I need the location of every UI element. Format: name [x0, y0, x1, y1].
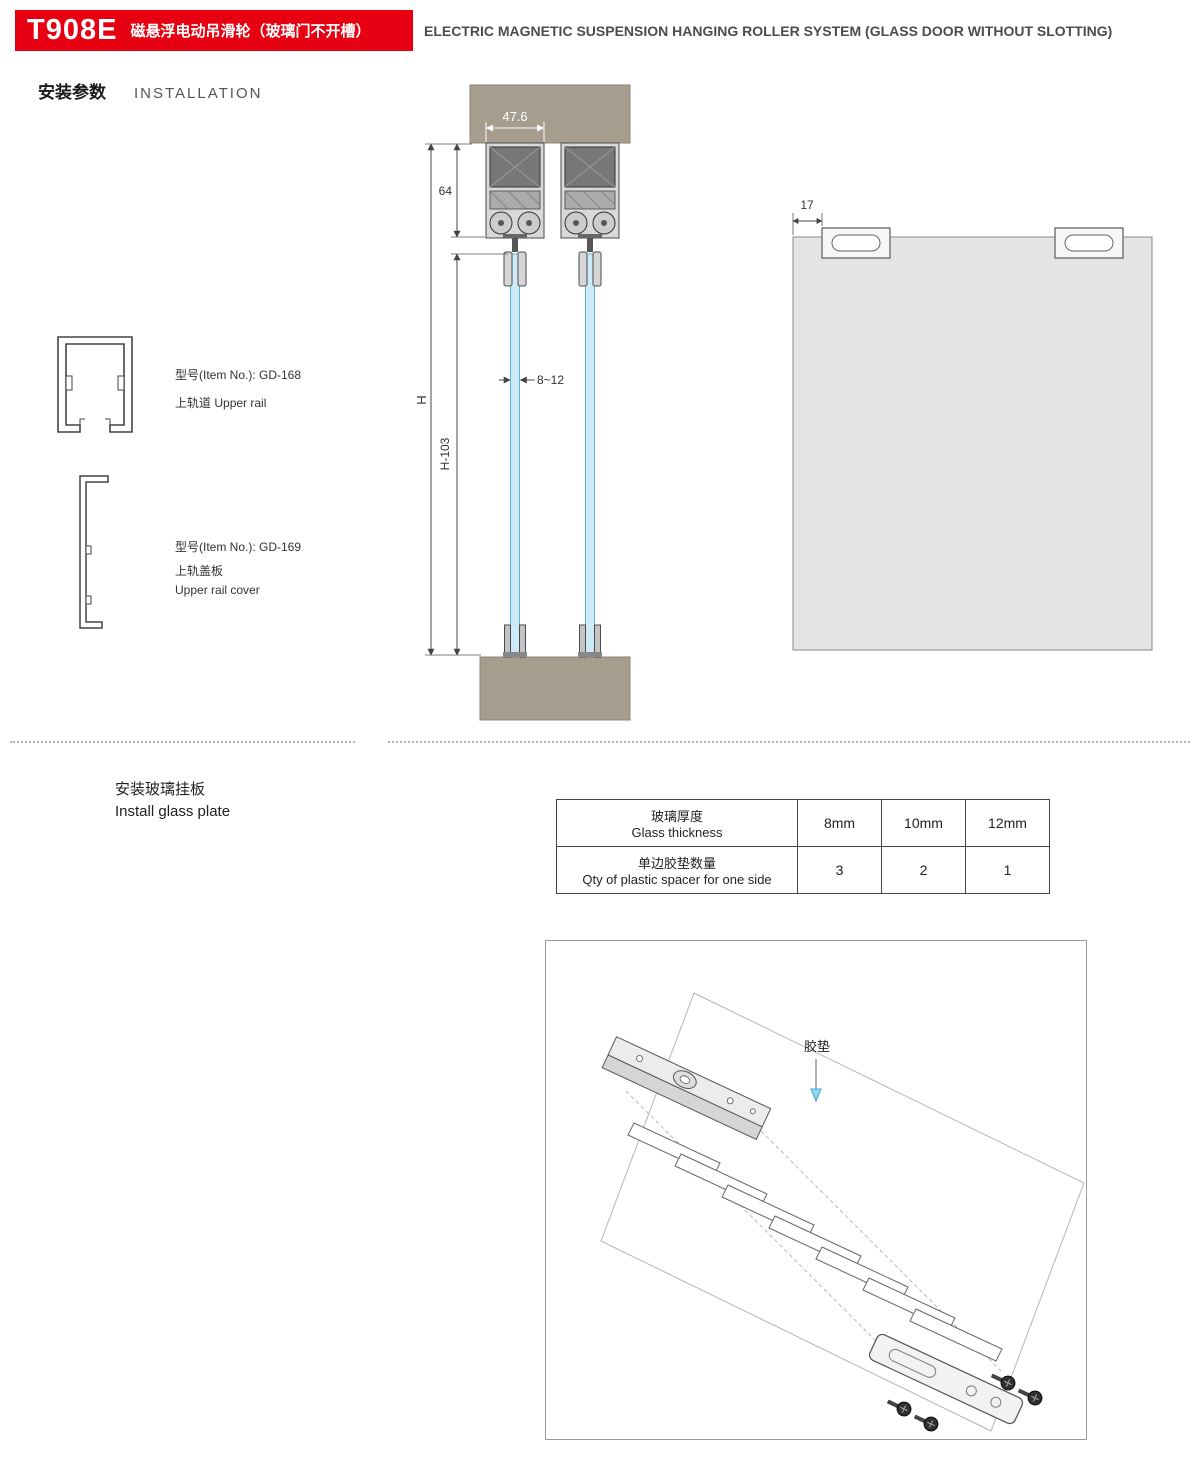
table-cell-thickness-label: 玻璃厚度 Glass thickness	[556, 799, 798, 847]
table-row-thickness: 玻璃厚度 Glass thickness 8mm 10mm 12mm	[556, 799, 1050, 847]
section-title-cn: 安装参数	[38, 83, 106, 102]
rail-profile-outline	[57, 336, 133, 433]
cross-section-drawing: 47.6 64 H H-103 8~12	[415, 84, 631, 721]
door-elevation-drawing: 17	[792, 198, 1153, 651]
dim-glass-height-label: H-103	[438, 437, 452, 470]
upper-rail-profile-drawing	[57, 336, 133, 433]
table-cell: 8mm	[797, 799, 882, 847]
screw-1	[884, 1394, 914, 1419]
profile-1-name-en: Upper rail	[214, 396, 267, 411]
door-clamp-1	[821, 227, 891, 259]
glass-plate-title-cn: 安装玻璃挂板	[115, 781, 206, 798]
profile-2-name-en: Upper rail cover	[175, 582, 260, 597]
table-cell: 10mm	[881, 799, 966, 847]
profile-1-name-cn: 上轨道	[175, 396, 212, 411]
cover-profile-outline	[79, 475, 109, 629]
dotted-separator-right	[388, 741, 1190, 743]
section-installation-title: 安装参数 INSTALLATION	[38, 78, 262, 103]
screw-2	[911, 1409, 941, 1434]
spacer-table: 玻璃厚度 Glass thickness 8mm 10mm 12mm 单边胶垫数…	[556, 799, 1050, 894]
section-glass-plate-title: 安装玻璃挂板 Install glass plate	[115, 779, 230, 823]
door-clamp-2	[1054, 227, 1124, 259]
dim-door-height: H	[415, 143, 435, 656]
glass-door-panel	[792, 236, 1153, 651]
upper-clamp-bar	[601, 1036, 772, 1141]
rail-slot-right	[117, 375, 125, 391]
table-row-spacer-qty: 单边胶垫数量 Qty of plastic spacer for one sid…	[556, 846, 1050, 894]
dim-glass-height: H-103	[438, 253, 461, 656]
glass-sheet-outline	[600, 992, 1085, 1432]
table-cell: 12mm	[965, 799, 1050, 847]
profile-1-item-no: 型号(Item No.): GD-168	[175, 368, 302, 382]
glass-panel-2	[585, 253, 595, 656]
rail-hooks	[79, 418, 111, 425]
table-cell: 2	[881, 846, 966, 894]
profile-1-label: 型号(Item No.): GD-168 上轨道 Upper rail	[175, 368, 301, 425]
header-beam	[469, 84, 631, 144]
floor-guide-2	[578, 624, 602, 658]
profile-2-item-no: 型号(Item No.): GD-169	[175, 540, 302, 554]
glass-panel-1	[510, 253, 520, 656]
dim-rail-height-label: 64	[439, 184, 453, 198]
spacer-label: 胶垫	[804, 1039, 830, 1054]
plastic-spacers	[627, 1122, 1003, 1362]
dim-rail-height: 64	[439, 143, 461, 238]
dim-glass-thickness-label: 8~12	[537, 373, 564, 387]
rail-cover-profile-drawing	[79, 475, 109, 629]
cover-clip-1	[85, 545, 92, 555]
dim-glass-thickness: 8~12	[499, 373, 564, 387]
floor	[479, 656, 631, 721]
profile-2-label: 型号(Item No.): GD-169 上轨盖板 Upper rail cov…	[175, 540, 301, 601]
model-banner: T908E 磁悬浮电动吊滑轮（玻璃门不开槽）	[15, 10, 413, 51]
spacer-triangle-icon	[810, 1088, 822, 1103]
spacer-callout: 胶垫	[804, 1039, 830, 1103]
header-title-en: ELECTRIC MAGNETIC SUSPENSION HANGING ROL…	[424, 22, 1113, 39]
dim-door-height-label: H	[415, 395, 429, 404]
dim-top-width-label: 47.6	[502, 109, 527, 124]
rail-slot-left	[65, 375, 73, 391]
section-title-en: INSTALLATION	[134, 85, 263, 102]
dim-top-width: 47.6	[485, 109, 545, 142]
model-number: T908E	[27, 14, 118, 46]
dotted-separator-left	[10, 741, 355, 743]
lower-clamp-plate	[868, 1333, 1024, 1425]
profile-2-name-cn: 上轨盖板	[175, 564, 224, 579]
table-cell: 1	[965, 846, 1050, 894]
table-cell: 3	[797, 846, 882, 894]
dim-clamp-offset: 17	[792, 198, 823, 235]
floor-guide-1	[503, 624, 527, 658]
dim-clamp-offset-label: 17	[800, 198, 814, 212]
exploded-view-drawing: 胶垫	[600, 992, 1085, 1434]
glass-plate-title-en: Install glass plate	[115, 802, 231, 820]
table-cell-qty-label: 单边胶垫数量 Qty of plastic spacer for one sid…	[556, 846, 798, 894]
model-subtitle-cn: 磁悬浮电动吊滑轮（玻璃门不开槽）	[130, 23, 371, 40]
exploded-view-frame: 胶垫	[545, 940, 1087, 1440]
cover-clip-2	[85, 595, 92, 605]
assembly-guide-1	[625, 1090, 877, 1342]
